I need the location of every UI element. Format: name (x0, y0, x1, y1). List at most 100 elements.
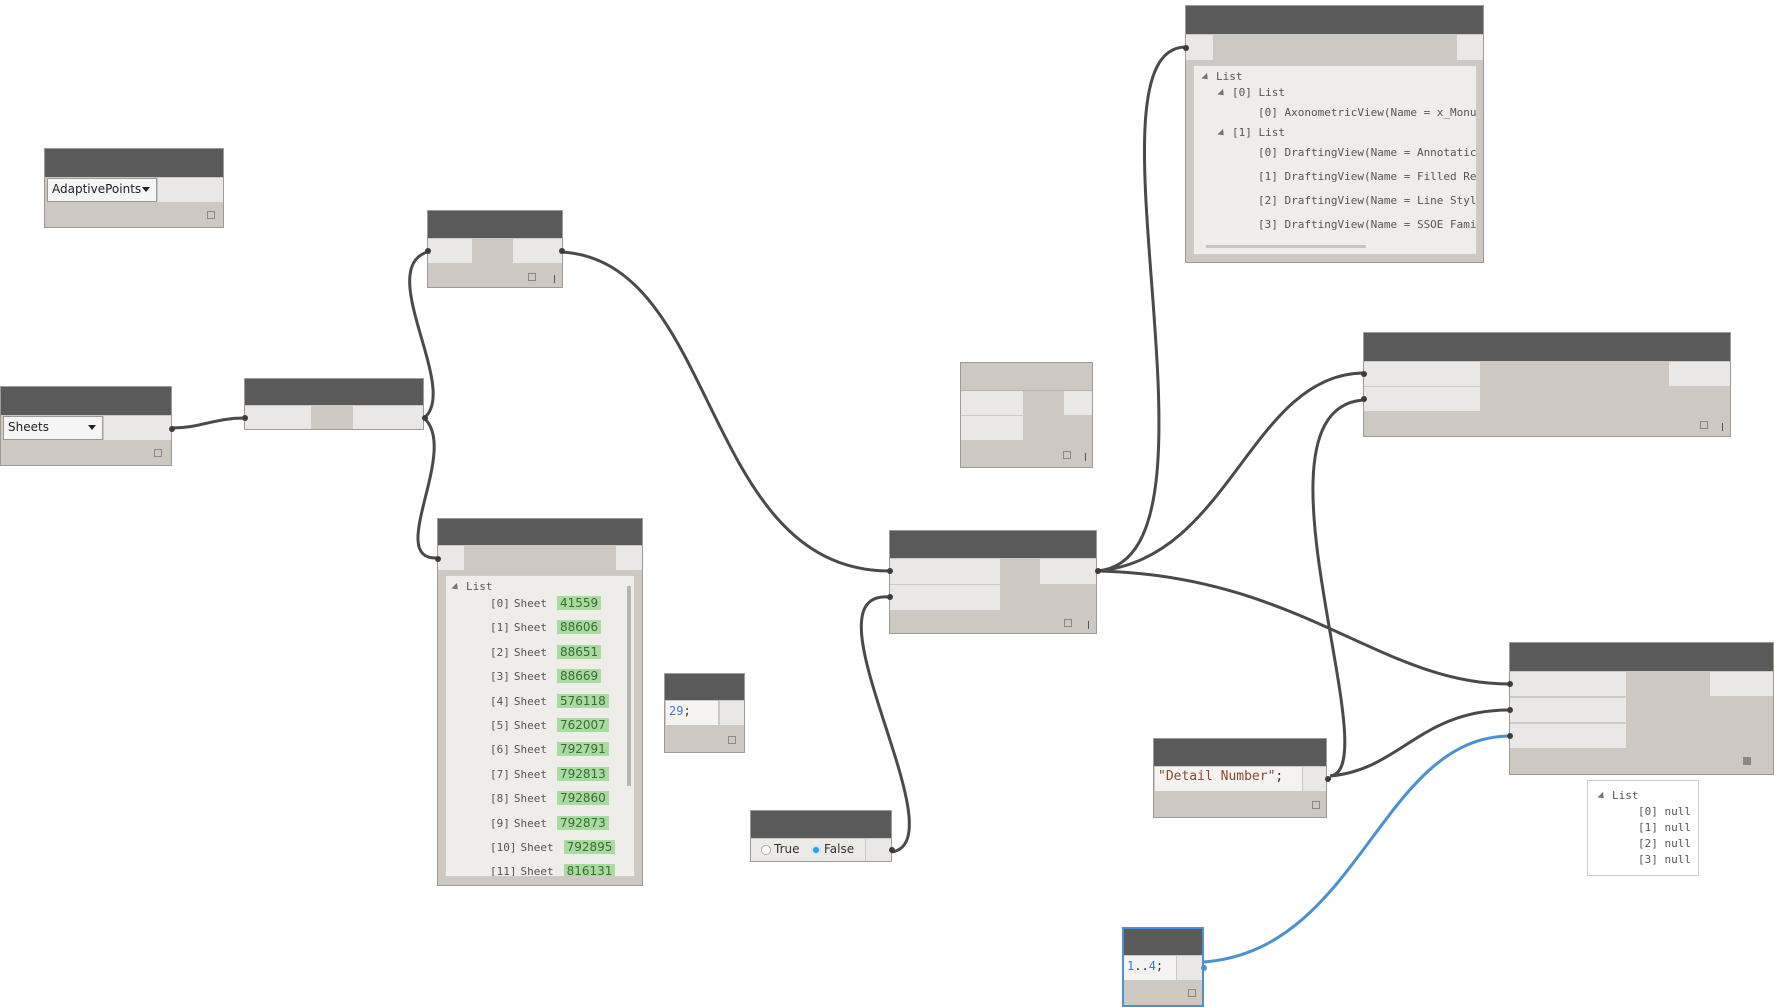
lacing-icon[interactable] (1722, 423, 1723, 431)
lacing-icon[interactable] (554, 275, 555, 283)
node-number-29[interactable]: 29; (664, 673, 745, 753)
output-port-dot[interactable] (422, 415, 428, 421)
preview-toggle-icon[interactable] (1700, 421, 1708, 429)
output-port[interactable] (866, 839, 891, 861)
output-port[interactable] (513, 239, 562, 263)
input-port[interactable] (438, 546, 464, 570)
sheets-dropdown[interactable]: Sheets (3, 416, 103, 440)
radio-false-circle[interactable] (811, 844, 821, 855)
preview-toggle-icon[interactable] (1063, 451, 1071, 459)
output-port-dot[interactable] (559, 248, 565, 254)
node-header[interactable] (751, 811, 891, 838)
code-block-input[interactable]: 29; (666, 701, 718, 725)
input-port-dot[interactable] (435, 556, 441, 562)
radio-false[interactable]: False (811, 842, 854, 856)
input-port-dot[interactable] (1507, 681, 1513, 687)
input-port-dot[interactable] (1361, 396, 1367, 402)
preview-toggle-icon[interactable] (1188, 989, 1196, 997)
node-header[interactable] (438, 519, 642, 545)
input-port-1[interactable] (1510, 672, 1626, 696)
node-header[interactable] (1, 387, 171, 415)
collapse-icon[interactable] (1217, 88, 1227, 98)
input-port[interactable] (428, 239, 472, 263)
output-port-dot[interactable] (889, 847, 895, 853)
input-port-2[interactable] (890, 585, 1000, 610)
node-header[interactable] (245, 379, 423, 405)
vertical-scrollbar[interactable] (627, 586, 631, 786)
output-port[interactable] (616, 546, 642, 570)
node-right-b[interactable] (1507, 642, 1774, 775)
node-top-small[interactable] (425, 210, 565, 288)
output-port-dot[interactable] (169, 426, 175, 432)
list-root[interactable]: List (451, 580, 493, 593)
output-port[interactable] (104, 416, 171, 440)
output-port[interactable] (1040, 559, 1096, 584)
output-port[interactable] (353, 406, 423, 429)
radio-true[interactable]: True (761, 842, 800, 856)
output-port[interactable] (720, 701, 744, 725)
output-port-dot[interactable] (1325, 776, 1331, 782)
preview-toggle-icon[interactable] (528, 273, 536, 281)
adaptive-points-dropdown[interactable]: AdaptivePoints (47, 178, 157, 202)
input-port-dot[interactable] (1507, 733, 1513, 739)
list-root[interactable]: List (1597, 789, 1639, 802)
input-port-dot[interactable] (887, 594, 893, 600)
output-port[interactable] (1303, 767, 1326, 791)
input-port-1[interactable] (961, 391, 1023, 415)
output-port[interactable] (158, 178, 223, 202)
output-port[interactable] (1064, 391, 1092, 415)
node-header[interactable] (1186, 6, 1483, 34)
list-item[interactable]: [0] List (1217, 86, 1285, 99)
preview-toggle-icon[interactable] (1743, 757, 1751, 765)
node-boolean[interactable]: True False (750, 810, 895, 862)
preview-toggle-icon[interactable] (1064, 619, 1072, 627)
node-header[interactable] (45, 149, 223, 177)
collapse-icon[interactable] (1201, 72, 1211, 82)
node-range[interactable]: 1..4; (1122, 927, 1207, 1007)
input-port-3[interactable] (1510, 724, 1626, 748)
output-port[interactable] (1710, 672, 1773, 696)
code-block-input[interactable]: "Detail Number"; (1155, 767, 1302, 791)
node-header[interactable] (1154, 739, 1326, 766)
node-header[interactable] (428, 211, 562, 238)
input-port-2[interactable] (1510, 698, 1626, 722)
input-port-dot[interactable] (1361, 371, 1367, 377)
input-port[interactable] (1186, 35, 1213, 60)
preview-nulls-popup[interactable]: List [0] null [1] null [2] null [3] null (1587, 780, 1699, 876)
output-port-dot[interactable] (1201, 965, 1207, 971)
node-watch-views[interactable]: List [0] List [0] AxonometricView(Name =… (1183, 5, 1484, 263)
watch-views-panel[interactable]: List [0] List [0] AxonometricView(Name =… (1193, 65, 1477, 255)
radio-true-circle[interactable] (761, 844, 771, 855)
output-port-dot[interactable] (1095, 568, 1101, 574)
node-header[interactable] (1124, 929, 1202, 955)
list-root[interactable]: List (1201, 70, 1243, 83)
output-port[interactable] (1457, 35, 1483, 60)
preview-toggle-icon[interactable] (207, 211, 215, 219)
node-header[interactable] (1510, 643, 1773, 671)
lacing-icon[interactable] (1085, 453, 1086, 461)
input-port-dot[interactable] (887, 568, 893, 574)
node-right-a[interactable] (1361, 332, 1731, 437)
input-port-1[interactable] (1364, 362, 1480, 386)
collapse-icon[interactable] (1597, 791, 1607, 801)
output-port[interactable] (1669, 362, 1730, 386)
input-port-dot[interactable] (1183, 45, 1189, 51)
preview-toggle-icon[interactable] (728, 736, 736, 744)
preview-toggle-icon[interactable] (154, 449, 162, 457)
node-header[interactable] (1364, 333, 1730, 361)
node-intermediate[interactable] (242, 378, 428, 430)
boolean-toggle[interactable] (751, 839, 865, 861)
